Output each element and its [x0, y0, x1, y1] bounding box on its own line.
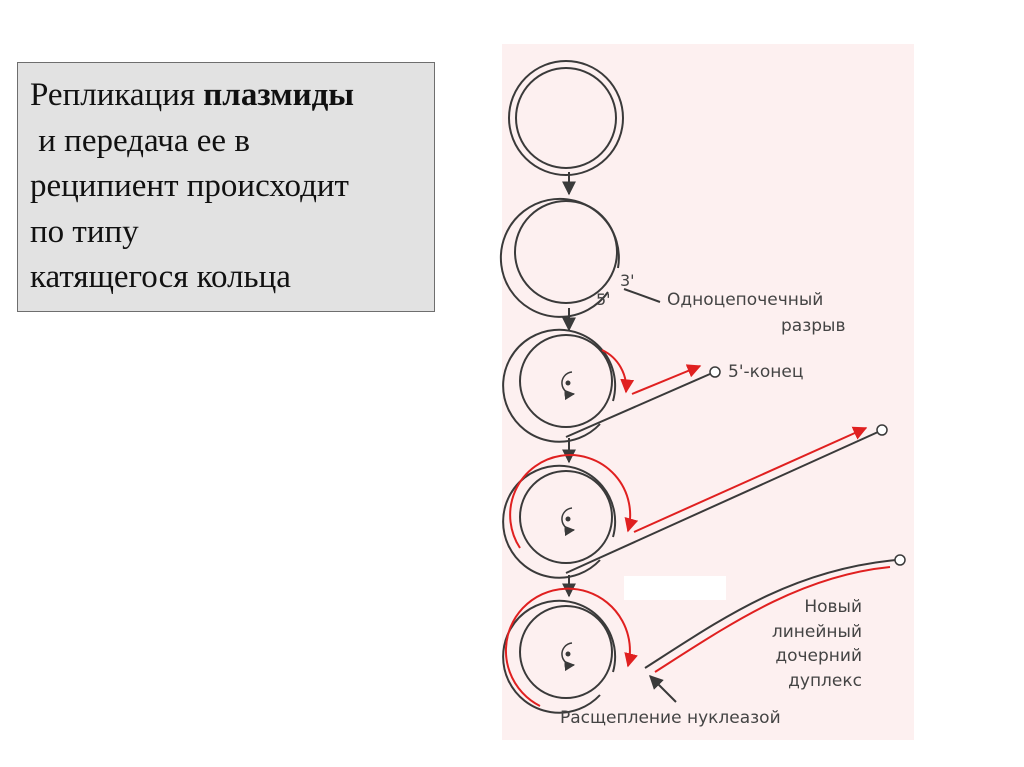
stage-4-rotation-symbol	[561, 507, 576, 537]
stage-4-displaced-strand	[565, 431, 879, 574]
label-new-duplex-3: дочерний	[775, 646, 862, 666]
stage-3-rotation-symbol	[561, 371, 576, 401]
description-line-2: и передача ее в	[30, 122, 250, 159]
nick-pointer-line	[623, 288, 661, 303]
stage-3-5-prime-end-marker	[709, 366, 721, 378]
description-text-box: Репликация плазмиды и передача ее в реци…	[17, 62, 435, 312]
stage-4-outer-strand	[502, 464, 617, 579]
stage-1-outer-circle	[508, 60, 624, 176]
label-new-duplex-1: Новый	[804, 597, 862, 617]
stage-5-rotation-symbol	[561, 642, 576, 672]
stage-3-inner-circle	[519, 334, 613, 428]
label-new-duplex-2: линейный	[772, 622, 862, 642]
description-line-5: катящегося кольца	[30, 259, 291, 295]
stage-3-center-dot	[565, 380, 571, 386]
stage-5-inner-circle	[519, 605, 613, 699]
stage-2-inner-circle	[514, 200, 618, 304]
label-5-prime: 5'	[596, 290, 611, 309]
stage-3-new-strand	[601, 349, 635, 394]
stage-5-daughter-duplex-black	[644, 559, 897, 669]
white-patch	[624, 576, 726, 600]
label-single-strand-nick-1: Одноцепочечный	[667, 290, 823, 310]
stage-5-daughter-duplex-red	[654, 566, 891, 673]
stage-4-new-strand	[509, 454, 639, 549]
stage-1-inner-circle	[515, 67, 617, 169]
stage-4-red-displaced	[633, 426, 868, 533]
label-5-prime-end: 5'-конец	[728, 362, 803, 382]
stage-3-outer-strand	[502, 328, 617, 443]
stage-4-inner-circle	[519, 470, 613, 564]
nuclease-pointer-arrow	[649, 675, 677, 703]
description-line-1: Репликация плазмиды	[30, 77, 355, 113]
stage-4-rolling-circle	[502, 424, 888, 579]
stage-1-plasmid	[508, 60, 624, 176]
label-single-strand-nick-2: разрыв	[781, 316, 845, 336]
description-line-4: по типу	[30, 213, 139, 250]
description-line-3: реципиент происходит	[30, 168, 349, 204]
stage-3-displaced-strand	[565, 373, 711, 438]
label-new-duplex-4: дуплекс	[788, 671, 862, 691]
description-bold-word: плазмиды	[203, 77, 355, 113]
label-nuclease-cleavage: Расщепление нуклеазой	[560, 708, 781, 728]
stage-4-center-dot	[565, 516, 571, 522]
label-3-prime: 3'	[620, 271, 635, 290]
stage-5-cleavage	[502, 554, 906, 714]
stage-4-5-prime-end-marker	[876, 424, 888, 436]
stage-2-nicked-plasmid	[499, 197, 620, 318]
stage-3-red-displaced	[631, 364, 702, 395]
stage-5-new-strand	[504, 587, 638, 707]
stage-3-rolling-circle	[502, 328, 721, 443]
stage-5-center-dot	[565, 651, 571, 657]
stage-5-end-marker	[894, 554, 906, 566]
